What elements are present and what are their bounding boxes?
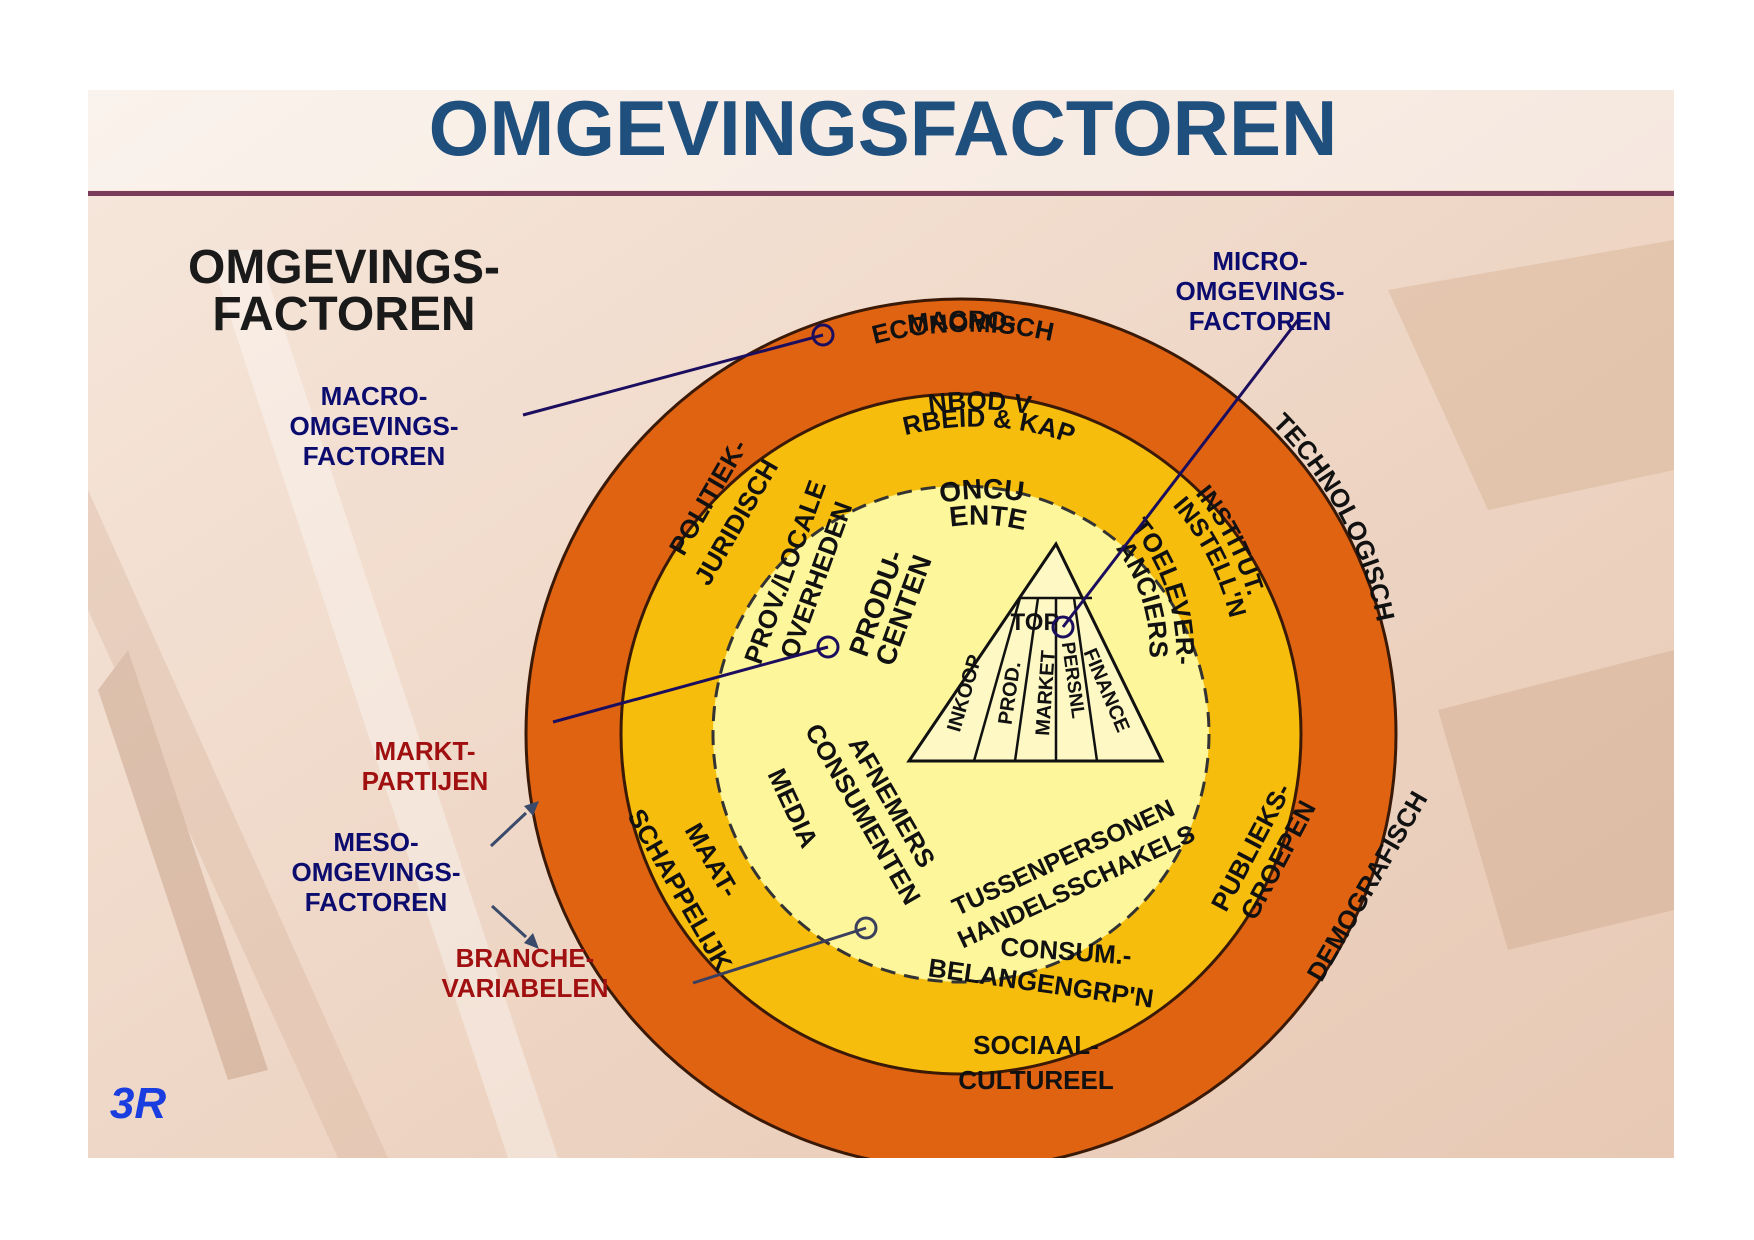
meso-arrow-up-head	[524, 801, 539, 816]
label-macro-economisch-1: MACRO-	[906, 304, 1018, 338]
pyramid-top: TOP	[1011, 609, 1060, 636]
background-texture	[88, 240, 1674, 1158]
micro-marker	[1051, 615, 1075, 639]
callout-micro-3: FACTOREN	[1189, 306, 1332, 336]
callout-markt-2: PARTIJEN	[362, 766, 489, 796]
meso-arrow-up-line	[489, 811, 528, 848]
callout-meso-1: MESO-	[333, 827, 418, 857]
callout-labels: MACRO- OMGEVINGS- FACTOREN MICRO- OMGEVI…	[289, 246, 1344, 1003]
callout-macro-2: OMGEVINGS-	[289, 411, 458, 441]
macro-marker	[811, 323, 835, 347]
callout-meso-3: FACTOREN	[305, 887, 448, 917]
micro-connector-line	[1061, 319, 1300, 628]
callout-macro-1: MACRO-	[321, 381, 428, 411]
heading-line-2: FACTOREN	[212, 288, 475, 341]
heading-line-1: OMGEVINGS-	[188, 241, 500, 294]
branche-connector-line	[692, 926, 867, 985]
meso-arrow-down-head	[524, 933, 539, 949]
slide: OMGEVINGSFACTOREN OMGEVINGS- FACTOREN TO…	[88, 90, 1674, 1158]
title-divider	[88, 191, 1674, 196]
callout-connectors	[489, 319, 1300, 985]
markt-connector-line	[552, 645, 829, 724]
callout-branche-1: BRANCHE-	[456, 943, 595, 973]
pyramid-outline	[906, 541, 1165, 763]
svg-text:MACRO-: MACRO-	[906, 304, 1018, 338]
page-title: OMGEVINGSFACTOREN	[429, 90, 1338, 172]
callout-micro-2: OMGEVINGS-	[1175, 276, 1344, 306]
branche-marker	[854, 916, 878, 940]
callout-micro-1: MICRO-	[1212, 246, 1307, 276]
logo-3r: 3R	[110, 1079, 166, 1128]
title-band	[88, 90, 1674, 190]
callout-markt-1: MARKT-	[374, 736, 475, 766]
meso-arrow-down-line	[490, 904, 528, 939]
macro-connector-line	[522, 333, 824, 417]
omgevingsfactoren-diagram: OMGEVINGSFACTOREN OMGEVINGS- FACTOREN TO…	[88, 90, 1674, 1158]
label-sociaal-cultureel-1: SOCIAAL-	[973, 1030, 1099, 1060]
callout-macro-3: FACTOREN	[303, 441, 446, 471]
callout-meso-2: OMGEVINGS-	[291, 857, 460, 887]
callout-branche-2: VARIABELEN	[441, 973, 608, 1003]
markt-marker	[816, 635, 840, 659]
label-sociaal-cultureel-2: CULTUREEL	[958, 1065, 1114, 1095]
